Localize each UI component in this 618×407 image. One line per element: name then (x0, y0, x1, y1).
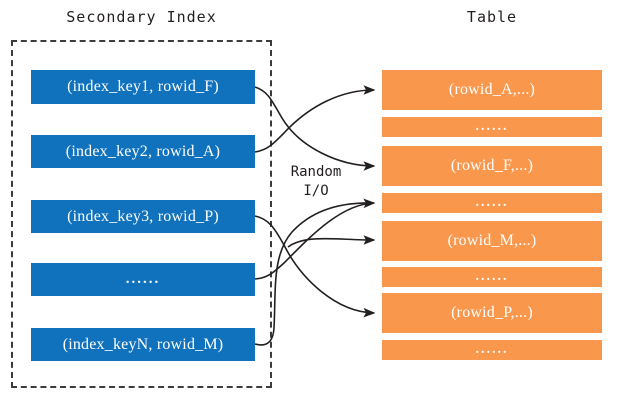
arrow-key1-to-rowid-f (254, 86, 376, 171)
secondary-index-title: Secondary Index (66, 8, 217, 26)
arrow-keyn-to-rowid-m (254, 202, 375, 346)
table-row-m[interactable]: (rowid_M,...) (382, 221, 602, 261)
arrow-key3-to-rowid-p (254, 215, 376, 318)
random-io-line-2: I/O (303, 183, 329, 199)
table-row-f[interactable]: (rowid_F,...) (382, 146, 602, 186)
arrow-ellipsis-to-table-ellipsis (254, 198, 376, 280)
index-entry-3[interactable]: (index_key3, rowid_P) (31, 200, 255, 233)
table-row-p[interactable]: (rowid_P,...) (382, 293, 602, 333)
table-row-ellipsis-3[interactable]: ...... (382, 267, 602, 287)
index-entry-2[interactable]: (index_key2, rowid_A) (31, 135, 255, 168)
table-row-ellipsis-1[interactable]: ...... (382, 117, 602, 137)
arrow-key2-to-rowid-a (254, 85, 376, 153)
random-io-line-1: Random (290, 164, 342, 180)
table-row-ellipsis-2[interactable]: ...... (382, 193, 602, 213)
table-row-ellipsis-4[interactable]: ...... (382, 340, 602, 360)
random-io-annotation: Random I/O (278, 163, 354, 201)
index-entry-ellipsis[interactable]: ...... (31, 263, 255, 296)
index-entry-1[interactable]: (index_key1, rowid_F) (31, 70, 255, 104)
table-title: Table (466, 8, 518, 26)
table-row-a[interactable]: (rowid_A,...) (382, 70, 602, 110)
arrow-keyn-to-rowid-m-tail (287, 235, 376, 248)
index-entry-n[interactable]: (index_keyN, rowid_M) (31, 328, 255, 361)
